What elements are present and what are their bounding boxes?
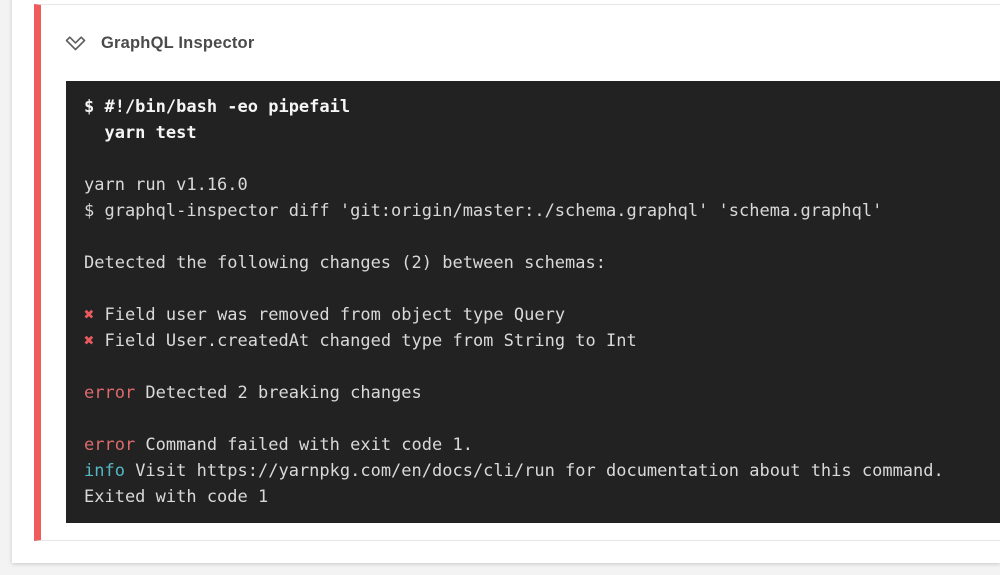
terminal-line: yarn run v1.16.0 <box>84 175 248 195</box>
step-title: GraphQL Inspector <box>101 33 255 52</box>
terminal-line <box>84 406 1000 432</box>
terminal-line: yarn test <box>84 123 197 143</box>
terminal-line <box>84 146 1000 172</box>
terminal-line: ✖ Field User.createdAt changed type from… <box>84 331 637 351</box>
terminal-line <box>84 354 1000 380</box>
terminal-line <box>84 224 1000 250</box>
double-chevron-down-icon[interactable] <box>64 33 87 54</box>
terminal-line: error Detected 2 breaking changes <box>84 383 422 403</box>
terminal-line: error Command failed with exit code 1. <box>84 435 473 455</box>
terminal-line: ✖ Field user was removed from object typ… <box>84 305 566 325</box>
terminal-output: $ #!/bin/bash -eo pipefail yarn test yar… <box>66 81 1000 523</box>
terminal-line: $ graphql-inspector diff 'git:origin/mas… <box>84 201 883 221</box>
terminal-line: $ #!/bin/bash -eo pipefail <box>84 97 351 117</box>
failed-step-row: GraphQL Inspector $ #!/bin/bash -eo pipe… <box>34 4 1000 541</box>
step-header[interactable]: GraphQL Inspector <box>41 5 1000 81</box>
terminal-line: Detected the following changes (2) betwe… <box>84 253 606 273</box>
terminal-line: Exited with code 1 <box>84 487 269 507</box>
terminal-line <box>84 276 1000 302</box>
terminal-line: info Visit https://yarnpkg.com/en/docs/c… <box>84 461 944 481</box>
build-step-card: GraphQL Inspector $ #!/bin/bash -eo pipe… <box>12 0 1000 563</box>
